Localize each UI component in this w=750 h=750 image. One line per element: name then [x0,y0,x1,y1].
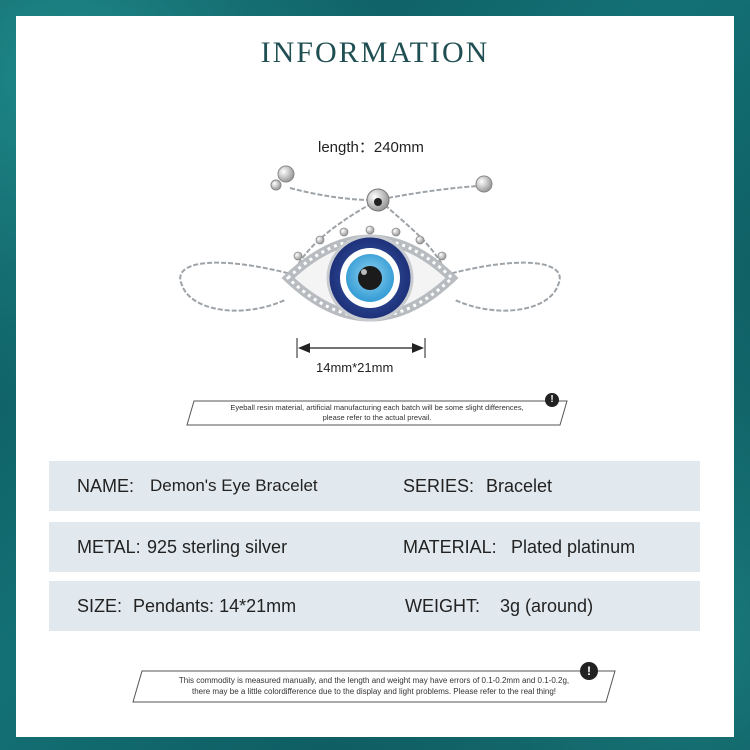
spec-key: MATERIAL: [403,537,497,557]
spec-value: Plated platinum [511,537,636,557]
spec-value: 3g (around) [500,596,594,616]
note-top-line1: Eyeball resin material, artificial manuf… [230,403,524,412]
note-bottom-line1: This commodity is measured manually, and… [178,676,570,685]
spec-key: SERIES: [403,476,475,496]
length-label: length：240mm [318,139,424,156]
warning-icon: ! [545,393,559,407]
note-bottom-line2: there may be a little colordifference du… [191,687,557,696]
page-title: INFORMATION [260,36,490,69]
spec-row: NAME: Demon's Eye Bracelet SERIES: Brace… [49,461,700,511]
dimension-arrow [296,338,426,358]
spec-row: SIZE: Pendants: 14*21mm WEIGHT: 3g (arou… [49,581,700,631]
spec-key: METAL: [77,537,141,557]
spec-value: Bracelet [486,476,553,496]
spec-key: WEIGHT: [405,596,480,616]
note-box-top [186,400,568,426]
spec-value: Pendants: 14*21mm [133,596,297,616]
bracelet-image [179,165,561,322]
spec-value: Demon's Eye Bracelet [150,476,318,495]
spec-key: NAME: [77,476,135,496]
note-top-text: Eyeball resin material, artificial manuf… [196,403,558,423]
spec-key: SIZE: [77,596,123,616]
note-box-bottom [132,670,616,703]
dimension-label: 14mm*21mm [316,360,394,375]
warning-icon: ! [580,662,598,680]
note-bottom-text: This commodity is measured manually, and… [150,675,598,697]
note-top-line2: please refer to the actual prevail. [322,413,432,422]
spec-row: METAL: 925 sterling silver MATERIAL: Pla… [49,522,700,572]
spec-value: 925 sterling silver [147,537,288,557]
